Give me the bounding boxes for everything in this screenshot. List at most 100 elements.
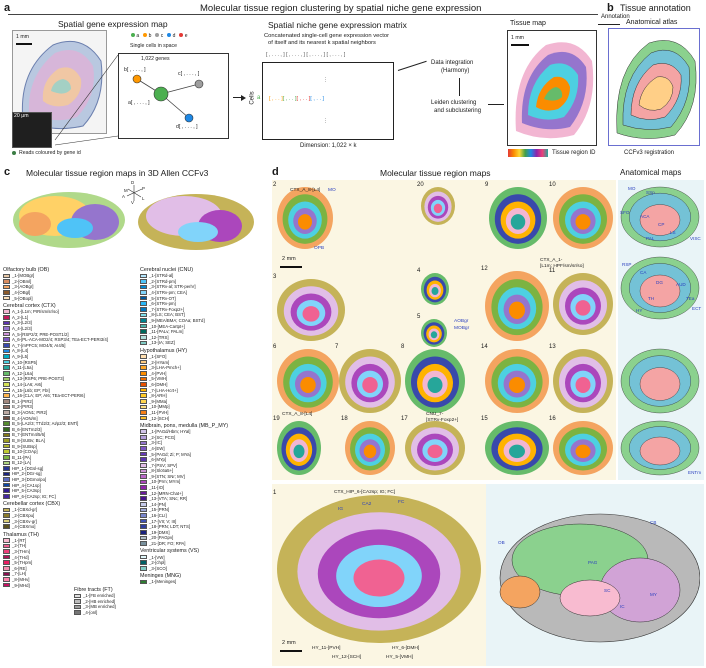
legend-swatch: [140, 496, 147, 502]
slice-number: 16: [549, 416, 556, 422]
legend-item-label: _13-[VTA; SNc; RR]: [149, 496, 188, 502]
atlas-region-label: CA: [640, 270, 647, 275]
matrix-box: [ , . . ][ , . . ][ , . . ][ , . . ] ⋮ ⋮: [262, 62, 394, 140]
legend-swatch: [3, 309, 10, 315]
legend-item: _6-[STRv-pm]: [140, 301, 268, 307]
legend-swatch: [140, 474, 147, 479]
legend-item-label: A_13-[RSP6; PRE-POST3]: [12, 376, 64, 382]
atlas-region-label: TH: [648, 296, 655, 301]
legend-item: _5-[OBopl]: [3, 295, 131, 301]
legend-item-label: A_15-[L6b; EP; FbI]: [12, 387, 50, 393]
atlas-region-label: SFO: [620, 210, 630, 215]
legend-item: _13-[VTA; SNc; RR]: [140, 496, 268, 502]
legend-item-label: _9-[MEA/BMA; COAa; BSTd]: [149, 318, 205, 324]
legend-item-label: _4-[STRv-pm; CEA]: [149, 290, 187, 296]
legend-group-title: Hypothalamus (HY): [140, 347, 188, 354]
legend-item: _8-[ARH]: [140, 393, 268, 399]
matrix-subtitle-1: Concatenated single-cell gene expression…: [264, 33, 390, 39]
legend-item: _2-[SC; PCG]: [140, 434, 268, 440]
legend-item-label: _5-[THpm]: [12, 560, 33, 566]
legend-swatch: [74, 593, 81, 599]
legend-swatch: [140, 290, 147, 295]
slice-region: [353, 559, 405, 597]
legend-item: _3-[SCO]: [140, 566, 268, 572]
legend-swatch: [3, 393, 10, 398]
legend-item: _4-[CBXmo]: [3, 524, 131, 530]
tissue-map-title: Tissue map: [510, 20, 546, 27]
legend-swatch: [3, 365, 10, 370]
legend-item: _11-[PALv; PALm]: [140, 329, 268, 335]
legend-item: B_10-[COAp]: [3, 449, 131, 455]
legend-item-label: _12-[TRS]: [149, 334, 169, 340]
legend-item-label: _5-[OBopl]: [12, 295, 33, 301]
legend-swatch: [74, 604, 81, 610]
panel-c-title: Molecular tissue region maps in 3D Allen…: [26, 168, 209, 178]
legend-item: _1-[MOBgr]: [3, 273, 131, 279]
legend-item: HIP_3-[DGmo/po]: [3, 477, 131, 483]
legend-swatch: [140, 479, 147, 485]
scale-bar-2mm-b: [280, 650, 302, 652]
legend-item-label: _14-[PN]: [149, 501, 166, 507]
legend-item: _15-[PRN]: [140, 507, 268, 513]
ann-mo: MO: [328, 188, 336, 193]
legend-item-label: B_5-[LA2/3; TTd2/3; AI/p2/3; ENTl]: [12, 421, 79, 427]
legend-item-label: B_1-[PIR2]: [12, 398, 34, 404]
axis-a: A: [122, 194, 125, 199]
sagittal-atlas: [490, 500, 701, 650]
legend-item: _6-[DMH]: [140, 382, 268, 388]
legend-swatch: [140, 410, 147, 415]
legend-item: _1-[Meninges]: [140, 579, 268, 585]
legend-item: A_14-[LA6; AI6]: [3, 382, 131, 388]
legend-item: B_6-[ENTm2/3]: [3, 426, 131, 432]
legend-item-label: _18-[PRN; LDT; NTS]: [149, 524, 191, 530]
atlas-region-label: TEa: [686, 296, 695, 301]
ann-hy12: HY_12-[SCH]: [332, 655, 362, 660]
legend-item: HIP_6-[CA2sp; IG; FC]: [3, 494, 131, 500]
slice-thumbnail: 11: [549, 268, 614, 336]
legend-swatch: [3, 488, 10, 494]
legend-item: _7-[STRv-Foxp2+]: [140, 307, 268, 313]
integration-step-sub: (Harmony): [441, 68, 470, 74]
legend-item-label: _1-[SFO]: [149, 354, 167, 360]
legend-item: _16-[CLI]: [140, 513, 268, 519]
legend-item-label: HIP_4-[CA1sp]: [12, 482, 41, 488]
clustering-step: Leiden clustering: [431, 100, 477, 106]
legend-swatch: [140, 284, 147, 290]
3d-brain-left-svg: [13, 192, 125, 248]
legend-item-label: _10-[Prm; MYm]: [149, 479, 181, 485]
legend-item-label: _3-[MB enriched]: [83, 604, 116, 610]
legend-item: _21-[DR; FO; RPA]: [140, 541, 268, 547]
legend-group-title: Midbrain, pons, medulla (MB_P_MY): [140, 422, 229, 429]
legend-swatch: [3, 421, 10, 426]
slice-number: 18: [341, 416, 348, 422]
legend-group-title: Olfactory bulb (OB): [3, 267, 50, 273]
legend-item: _3-[THm]: [3, 549, 131, 555]
legend-swatch: [3, 549, 10, 554]
legend-item-label: B_12-[LA]: [12, 460, 32, 466]
legend-swatch: [140, 404, 147, 410]
legend-swatch: [3, 560, 10, 565]
legend-swatch: [140, 513, 147, 518]
legend-item-label: B_2-[PIR3]: [12, 404, 34, 410]
legend-item-label: _1-[STRd-al]: [149, 273, 174, 279]
legend-item-label: _9-[MHd]: [12, 582, 30, 588]
legend-swatch: [3, 331, 10, 337]
slice-svg: [339, 349, 401, 413]
matrix-dots-1: ⋮: [323, 77, 329, 83]
slice-thumbnail: 12: [481, 266, 550, 342]
legend-item-label: _6-[DMH]: [149, 381, 168, 387]
legend-swatch: [140, 457, 147, 462]
slice-svg: [485, 271, 549, 341]
slice-number: 2: [273, 182, 277, 188]
legend-item-label: _3-[SCO]: [149, 565, 167, 571]
slice-number: 13: [549, 344, 556, 350]
slice-svg: [345, 421, 395, 475]
slice-region: [302, 306, 320, 322]
legend-item-label: HIP_5-[CA3sp]: [12, 488, 41, 494]
legend-item-label: _2-[OBml]: [12, 278, 32, 284]
slice-number: 14: [481, 344, 488, 350]
legend-item-label: _2-[HYam]: [149, 359, 170, 365]
annotation-arrow: [598, 24, 620, 25]
legend-swatch: [3, 538, 10, 543]
legend-item-label: _11-[PALv; PALm]: [149, 329, 184, 335]
